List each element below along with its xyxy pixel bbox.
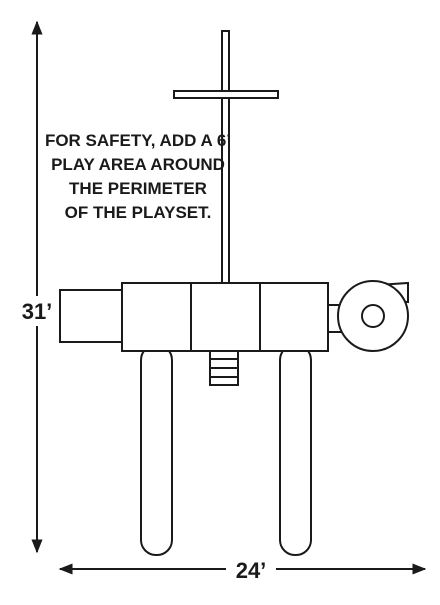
left-tube <box>59 289 126 343</box>
main-deck <box>121 282 329 352</box>
height-dimension-label: 31’ <box>22 299 53 324</box>
safety-note-line-1: FOR SAFETY, ADD A 6’ <box>45 131 231 150</box>
spiral-slide-inner <box>361 304 385 328</box>
safety-note: FOR SAFETY, ADD A 6’ PLAY AREA AROUND TH… <box>45 131 231 222</box>
safety-note-line-2: PLAY AREA AROUND <box>51 155 225 174</box>
safety-note-line-3: THE PERIMETER <box>69 179 207 198</box>
swing-crossbar <box>173 90 279 99</box>
width-dimension-label: 24’ <box>236 558 267 583</box>
width-label-backdrop <box>226 553 276 583</box>
height-label-backdrop <box>18 296 58 326</box>
right-slide <box>279 344 312 556</box>
left-slide <box>140 344 173 556</box>
safety-note-line-4: OF THE PLAYSET. <box>65 203 212 222</box>
